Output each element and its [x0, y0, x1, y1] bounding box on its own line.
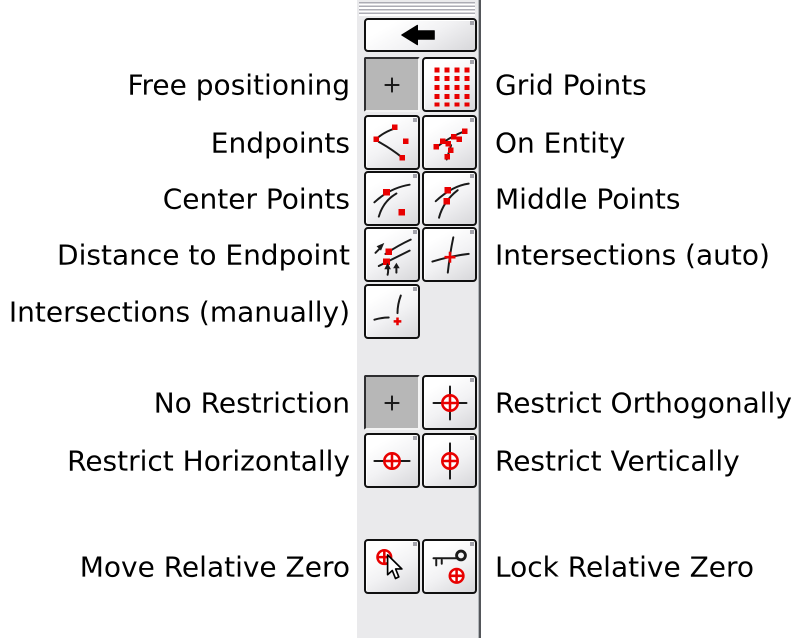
- label-on-entity: On Entity: [495, 126, 626, 159]
- label-intersections-manually: Intersections (manually): [8, 295, 350, 328]
- snap-distance-to-endpoint-button[interactable]: [364, 227, 420, 282]
- back-button[interactable]: [364, 18, 477, 52]
- lock-relative-zero-icon: [432, 549, 467, 584]
- move-relative-zero-icon: [376, 548, 403, 579]
- label-intersections-auto: Intersections (auto): [495, 238, 770, 271]
- label-middle-points: Middle Points: [495, 182, 681, 215]
- label-free-positioning: Free positioning: [127, 68, 350, 101]
- back-arrow-icon: [400, 24, 435, 46]
- label-endpoints: Endpoints: [210, 126, 350, 159]
- toolbar-row-distance-intersections: Distance to Endpoint Intersections (auto…: [0, 227, 796, 282]
- snap-on-entity-button[interactable]: [422, 115, 477, 170]
- restrict-orthogonally-icon: [432, 385, 467, 420]
- toolbar-row-endpoints-onentity: Endpoints On Entity: [0, 115, 796, 170]
- toolbar-row-relative-zero: Move Relative Zero Lock Relative Zero: [0, 539, 796, 594]
- label-no-restriction: No Restriction: [153, 386, 350, 419]
- free-positioning-icon: [384, 76, 400, 93]
- label-restrict-orthogonally: Restrict Orthogonally: [495, 386, 792, 419]
- on-entity-icon: [433, 128, 468, 160]
- intersections-auto-icon: [430, 235, 470, 274]
- snap-endpoints-button[interactable]: [364, 115, 420, 170]
- distance-to-endpoint-icon: [374, 238, 412, 276]
- snap-intersections-manually-button[interactable]: [364, 284, 420, 339]
- snap-free-positioning-button[interactable]: [364, 57, 420, 112]
- snap-intersections-auto-button[interactable]: [422, 227, 477, 282]
- center-points-icon: [373, 183, 411, 218]
- label-move-relative-zero: Move Relative Zero: [79, 550, 350, 583]
- grid-points-icon: [434, 66, 469, 106]
- label-restrict-vertically: Restrict Vertically: [495, 444, 740, 477]
- label-grid-points: Grid Points: [495, 68, 647, 101]
- label-distance-to-endpoint: Distance to Endpoint: [57, 238, 350, 271]
- toolbar-row-horizontal-vertical: Restrict Horizontally Restrict Verticall…: [0, 433, 796, 488]
- restrict-horizontally-button[interactable]: [364, 433, 420, 488]
- toolbar-row-center-middle: Center Points Middle Points: [0, 171, 796, 226]
- restrict-vertically-button[interactable]: [422, 433, 477, 488]
- move-relative-zero-button[interactable]: [364, 539, 420, 594]
- snap-center-points-button[interactable]: [364, 171, 420, 226]
- endpoints-icon: [373, 123, 409, 161]
- restrict-horizontally-icon: [373, 451, 411, 470]
- toolbar-drag-handle[interactable]: [359, 2, 475, 16]
- restrict-orthogonally-button[interactable]: [422, 375, 477, 430]
- middle-points-icon: [434, 182, 470, 219]
- intersections-manually-icon: [373, 294, 402, 325]
- label-restrict-horizontally: Restrict Horizontally: [67, 444, 350, 477]
- restrict-nothing-button[interactable]: [364, 375, 420, 430]
- toolbar-row-norestriction-ortho: No Restriction Restrict Orthogonally: [0, 375, 796, 430]
- no-restriction-icon: [384, 394, 400, 411]
- toolbar-separator-line: [478, 0, 481, 638]
- snap-grid-points-button[interactable]: [422, 57, 477, 112]
- toolbar-row-free-grid: Free positioning Grid Points: [0, 57, 796, 112]
- lock-relative-zero-button[interactable]: [422, 539, 477, 594]
- restrict-vertically-icon: [440, 441, 459, 480]
- snap-middle-points-button[interactable]: [422, 171, 477, 226]
- label-center-points: Center Points: [162, 182, 350, 215]
- label-lock-relative-zero: Lock Relative Zero: [495, 550, 754, 583]
- toolbar-row-intersections-manual: Intersections (manually): [0, 284, 796, 339]
